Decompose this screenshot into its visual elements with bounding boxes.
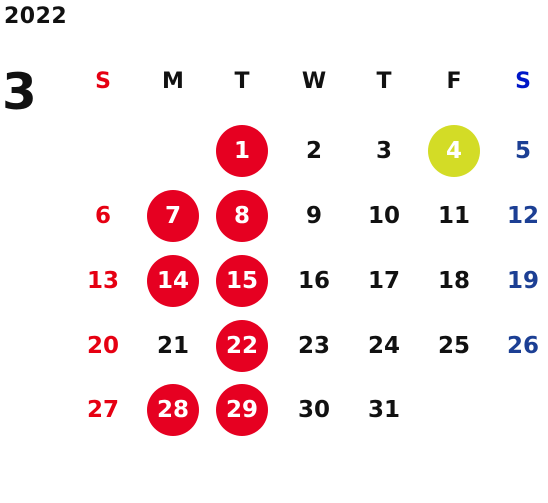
day-cell-1: 1 (216, 125, 268, 177)
day-cell-3: 3 (375, 138, 392, 164)
day-cell-2: 2 (305, 138, 322, 164)
day-cell-29: 29 (216, 384, 268, 436)
day-cell-17: 17 (367, 268, 400, 294)
day-cell-6: 6 (94, 203, 111, 229)
weekday-header-fri: F (446, 68, 462, 94)
weekday-header-wed: W (301, 68, 327, 94)
weekday-header-tue: T (234, 68, 250, 94)
weekday-header-sun: S (95, 68, 111, 94)
day-cell-8: 8 (216, 190, 268, 242)
day-cell-19: 19 (506, 268, 539, 294)
day-cell-28: 28 (147, 384, 199, 436)
year-label: 2022 (4, 4, 68, 29)
day-cell-30: 30 (297, 397, 330, 423)
day-cell-31: 31 (367, 397, 400, 423)
day-cell-24: 24 (367, 333, 400, 359)
day-cell-15: 15 (216, 255, 268, 307)
day-cell-21: 21 (156, 333, 189, 359)
day-cell-7: 7 (147, 190, 199, 242)
day-cell-18: 18 (437, 268, 470, 294)
weekday-header-mon: M (162, 68, 184, 94)
day-cell-5: 5 (514, 138, 531, 164)
day-cell-27: 27 (86, 397, 119, 423)
day-cell-22: 22 (216, 320, 268, 372)
weekday-header-sat: S (515, 68, 531, 94)
day-cell-25: 25 (437, 333, 470, 359)
weekday-header-thu: T (376, 68, 392, 94)
day-cell-16: 16 (297, 268, 330, 294)
month-number: 3 (2, 63, 37, 121)
day-cell-11: 11 (437, 203, 470, 229)
day-cell-12: 12 (506, 203, 539, 229)
day-cell-26: 26 (506, 333, 539, 359)
day-cell-23: 23 (297, 333, 330, 359)
day-cell-9: 9 (305, 203, 322, 229)
day-cell-14: 14 (147, 255, 199, 307)
day-cell-20: 20 (86, 333, 119, 359)
day-cell-13: 13 (86, 268, 119, 294)
day-cell-4: 4 (428, 125, 480, 177)
day-cell-10: 10 (367, 203, 400, 229)
